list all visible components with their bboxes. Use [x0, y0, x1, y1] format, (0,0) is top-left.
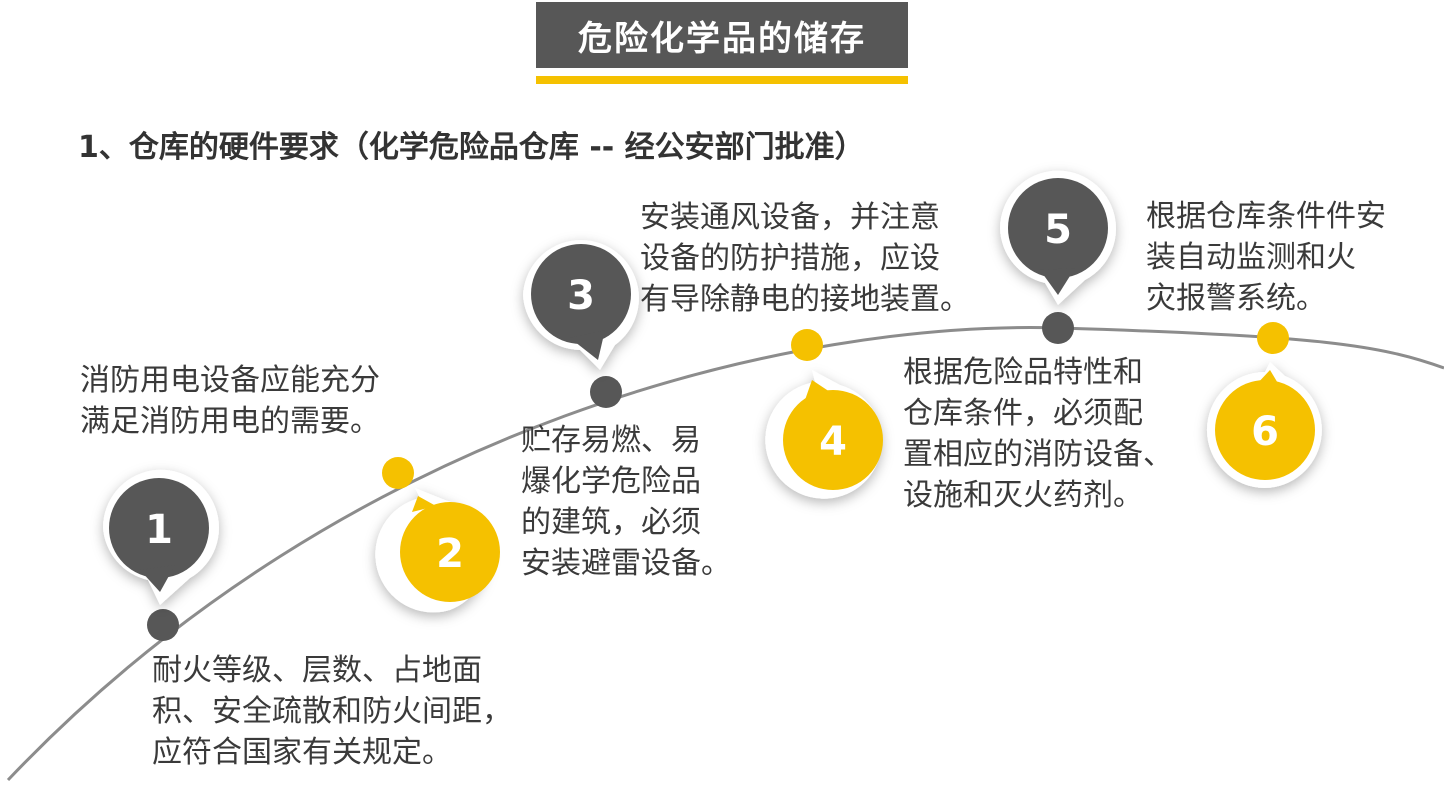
step-3-line: 安装避雷设备。	[521, 546, 731, 581]
step-2-marker: 2	[375, 457, 500, 613]
step-6-line: 根据仓库条件件安	[1146, 199, 1386, 234]
step-4-dot	[791, 329, 823, 361]
step-2-text: 消防用电设备应能充分 满足消防用电的需要。	[80, 360, 380, 442]
page-title: 危险化学品的储存	[536, 2, 908, 68]
step-6-number: 6	[1251, 409, 1279, 455]
step-1-number: 1	[145, 507, 173, 553]
step-3-line: 爆化学危险品	[521, 464, 701, 499]
step-2-line: 满足消防用电的需要。	[80, 404, 380, 439]
step-4-line: 有导除静电的接地装置。	[640, 282, 970, 317]
step-6-line: 灾报警系统。	[1146, 281, 1326, 316]
step-2-line: 消防用电设备应能充分	[80, 363, 380, 398]
step-6-line: 装自动监测和火	[1146, 240, 1356, 275]
title-underline	[536, 76, 908, 84]
step-4-marker: 4	[765, 329, 883, 499]
timeline-curve	[6, 326, 1444, 782]
section-subtitle: 1、仓库的硬件要求（化学危险品仓库 -- 经公安部门批准）	[78, 130, 865, 165]
step-3-line: 的建筑，必须	[521, 505, 701, 540]
step-6-marker: 6	[1206, 322, 1322, 488]
step-5-line: 根据危险品特性和	[903, 355, 1143, 390]
step-1-line: 积、安全疏散和防火间距，	[152, 694, 512, 729]
step-2-dot	[382, 457, 414, 489]
step-3-marker: 3	[523, 240, 639, 408]
step-5-dot	[1042, 312, 1074, 344]
step-4-line: 设备的防护措施，应设	[640, 241, 940, 276]
title-banner: 危险化学品的储存	[536, 2, 908, 84]
step-4-number: 4	[819, 419, 847, 465]
step-3-text: 贮存易燃、易 爆化学危险品 的建筑，必须 安装避雷设备。	[521, 420, 731, 584]
step-3-number: 3	[567, 273, 595, 319]
step-2-number: 2	[436, 531, 464, 577]
step-5-line: 设施和灭火药剂。	[903, 478, 1143, 513]
step-4-text: 安装通风设备，并注意 设备的防护措施，应设 有导除静电的接地装置。	[640, 197, 970, 320]
step-5-line: 置相应的消防设备、	[903, 437, 1173, 472]
step-1-line: 耐火等级、层数、占地面	[152, 653, 482, 688]
step-3-dot	[590, 376, 622, 408]
step-4-line: 安装通风设备，并注意	[640, 200, 940, 235]
step-6-text: 根据仓库条件件安 装自动监测和火 灾报警系统。	[1146, 196, 1386, 319]
step-1-marker: 1	[102, 469, 219, 641]
step-1-dot	[147, 609, 179, 641]
step-5-text: 根据危险品特性和 仓库条件，必须配 置相应的消防设备、 设施和灭火药剂。	[903, 352, 1173, 516]
step-5-line: 仓库条件，必须配	[903, 396, 1143, 431]
step-3-line: 贮存易燃、易	[521, 423, 701, 458]
step-5-marker: 5	[1000, 170, 1116, 344]
step-1-line: 应符合国家有关规定。	[152, 735, 452, 770]
step-1-text: 耐火等级、层数、占地面 积、安全疏散和防火间距， 应符合国家有关规定。	[152, 650, 512, 773]
step-5-number: 5	[1044, 207, 1072, 253]
step-6-dot	[1257, 322, 1289, 354]
